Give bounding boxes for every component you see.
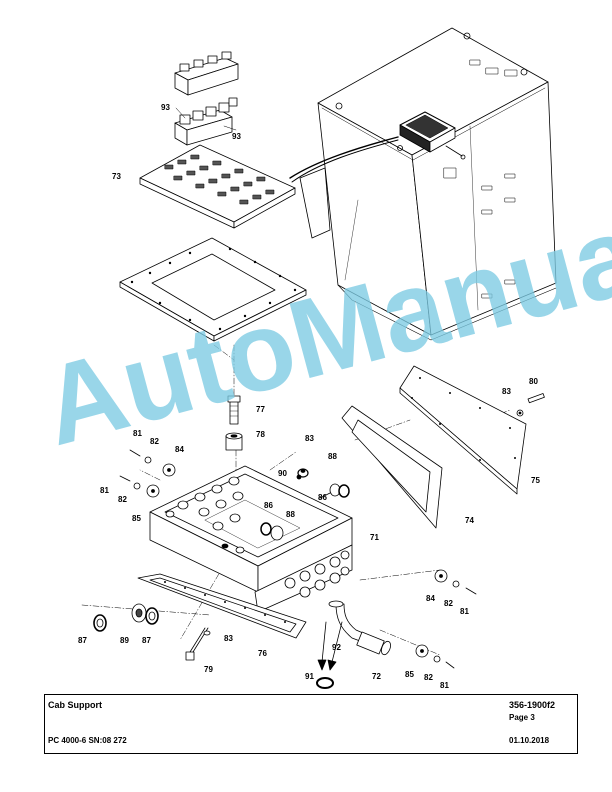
callout-81c: 81 (460, 607, 469, 616)
callout-83a: 83 (305, 434, 314, 443)
callout-77: 77 (256, 405, 265, 414)
exploded-parts-diagram: 93 93 73 77 78 81 82 84 81 82 85 83 90 8… (30, 27, 612, 690)
callout-82a: 82 (150, 437, 159, 446)
gasket-74 (341, 405, 443, 529)
relay-plate-73 (139, 144, 296, 229)
callout-85b: 85 (405, 670, 414, 679)
hardware-84-82-81-right (434, 569, 477, 595)
title-text: Cab Support (48, 700, 102, 710)
callout-73: 73 (112, 172, 121, 181)
bottom-cover-76 (137, 573, 307, 639)
clamp-91 (316, 677, 334, 689)
callout-79: 79 (204, 665, 213, 674)
pipe-72-92 (328, 600, 391, 656)
callout-83b: 83 (502, 387, 511, 396)
callout-labels: 93 93 73 77 78 81 82 84 81 82 85 83 90 8… (78, 103, 540, 690)
callout-75: 75 (531, 476, 540, 485)
grommets-87-89 (93, 603, 159, 632)
cab-body (299, 27, 557, 341)
bolt-77 (227, 395, 241, 425)
title-block: Cab Support 356-1900f2 Page 3 PC 4000-6 … (44, 694, 578, 754)
callout-84a: 84 (175, 445, 184, 454)
callout-82d: 82 (424, 673, 433, 682)
callout-78: 78 (256, 430, 265, 439)
hardware-81-82-84-85-left (119, 449, 176, 498)
callout-71: 71 (370, 533, 379, 542)
callout-80: 80 (529, 377, 538, 386)
callout-91: 91 (305, 672, 314, 681)
callout-87b: 87 (142, 636, 151, 645)
relay-block-upper (174, 51, 239, 96)
washer-83-lower (203, 630, 211, 636)
callout-83c: 83 (224, 634, 233, 643)
support-box-71 (149, 465, 353, 613)
cover-plate-75 (399, 365, 527, 495)
hardware-85-82-81-right-lower (415, 644, 455, 669)
grommets-86-88 (260, 468, 350, 541)
callout-92: 92 (332, 643, 341, 652)
callout-89: 89 (120, 636, 129, 645)
doc-number: 356-1900f2 (509, 700, 556, 710)
relay-block-lower (174, 97, 238, 146)
spacer-78 (225, 432, 243, 451)
callout-72: 72 (372, 672, 381, 681)
callout-84b: 84 (426, 594, 435, 603)
model-serial: PC 4000-6 SN:08 272 (48, 736, 127, 745)
gasket-frame (119, 237, 307, 342)
callout-88b: 88 (286, 510, 295, 519)
callout-81a: 81 (133, 429, 142, 438)
bolt-80-washer-83 (516, 393, 545, 417)
callout-93b: 93 (232, 132, 241, 141)
callout-74: 74 (465, 516, 474, 525)
arrows-to-clamp (317, 621, 343, 671)
callout-88a: 88 (328, 452, 337, 461)
callout-81d: 81 (440, 681, 449, 690)
callout-86b: 86 (264, 501, 273, 510)
page-number: Page 3 (509, 713, 535, 722)
callout-90: 90 (278, 469, 287, 478)
callout-76: 76 (258, 649, 267, 658)
callout-85a: 85 (132, 514, 141, 523)
callout-93a: 93 (161, 103, 170, 112)
cab-control-module (399, 111, 466, 160)
callout-86a: 86 (318, 493, 327, 502)
callout-82b: 82 (118, 495, 127, 504)
callout-82c: 82 (444, 599, 453, 608)
issue-date: 01.10.2018 (509, 736, 550, 745)
callout-87a: 87 (78, 636, 87, 645)
callout-81b: 81 (100, 486, 109, 495)
